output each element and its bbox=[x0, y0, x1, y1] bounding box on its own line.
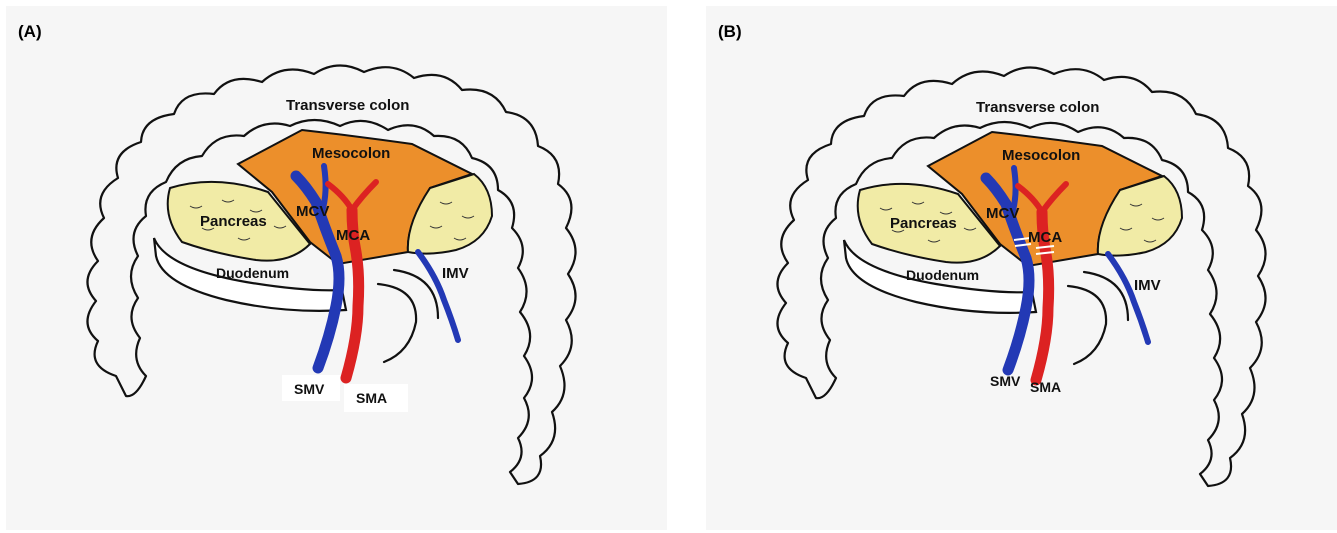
small-bowel-loop bbox=[378, 284, 416, 362]
label-transverse-colon: Transverse colon bbox=[976, 99, 1099, 116]
label-imv: IMV bbox=[1134, 277, 1161, 294]
imv-vessel bbox=[1108, 254, 1148, 342]
transverse-colon-outline bbox=[87, 65, 575, 484]
label-mca: MCA bbox=[1028, 229, 1062, 246]
label-pancreas: Pancreas bbox=[890, 215, 957, 232]
label-sma: SMA bbox=[356, 390, 387, 406]
transverse-colon-outline bbox=[777, 67, 1265, 486]
label-mcv: MCV bbox=[986, 205, 1019, 222]
label-mesocolon: Mesocolon bbox=[312, 145, 390, 162]
label-sma: SMA bbox=[1030, 379, 1061, 395]
label-transverse-colon: Transverse colon bbox=[286, 97, 409, 114]
label-pancreas: Pancreas bbox=[200, 213, 267, 230]
label-smv: SMV bbox=[294, 381, 325, 397]
anatomy-diagram-b: Transverse colon Mesocolon Pancreas MCV … bbox=[706, 6, 1337, 530]
label-mcv: MCV bbox=[296, 203, 329, 220]
label-mesocolon: Mesocolon bbox=[1002, 147, 1080, 164]
label-imv: IMV bbox=[442, 265, 469, 282]
label-duodenum: Duodenum bbox=[906, 267, 979, 283]
label-mca: MCA bbox=[336, 227, 370, 244]
label-smv: SMV bbox=[990, 373, 1021, 389]
small-bowel-loop bbox=[1068, 286, 1106, 364]
panel-a: (A) Transverse colon Mesocolon Pan bbox=[6, 6, 667, 530]
panel-b: (B) Transverse bbox=[706, 6, 1337, 530]
label-duodenum: Duodenum bbox=[216, 265, 289, 281]
anatomy-diagram-a: Transverse colon Mesocolon Pancreas MCV … bbox=[6, 6, 667, 530]
